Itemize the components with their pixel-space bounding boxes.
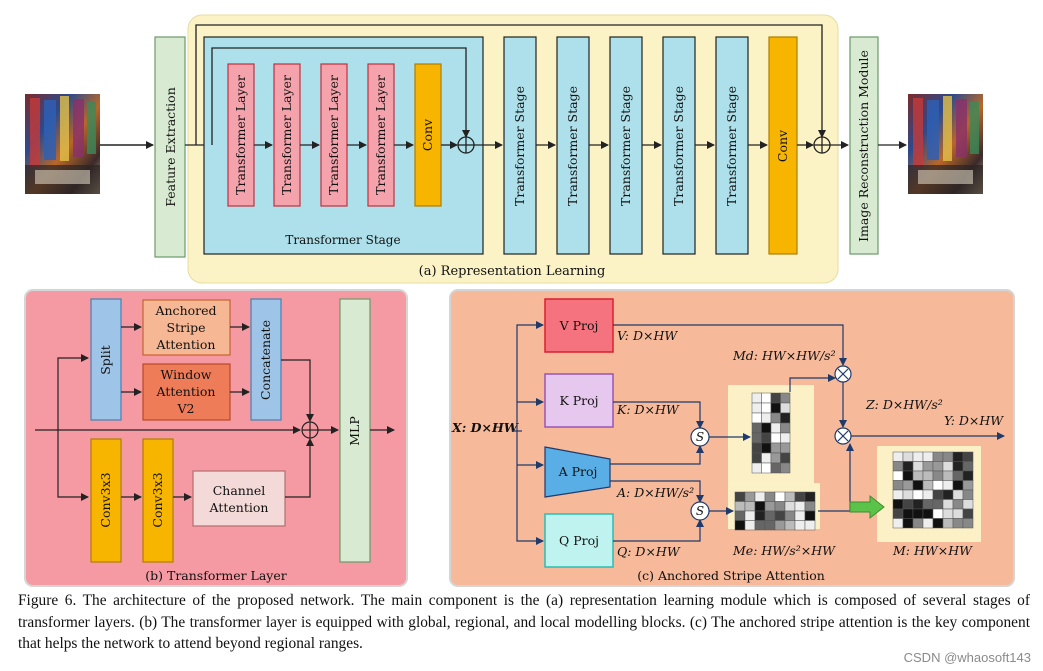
z-label: Z: D×HW/s² [865, 397, 943, 412]
window-line-3: V2 [177, 401, 195, 416]
svg-text:S: S [696, 504, 704, 518]
conv3x3-label-1: Conv3x3 [98, 472, 113, 527]
green-arrow-icon [849, 494, 885, 520]
inner-add-icon [457, 136, 475, 154]
split-block [90, 298, 122, 421]
channel-line-2: Attention [209, 500, 269, 515]
a-proj-label: A Proj [558, 464, 598, 479]
transformer-stage-1: Transformer Stage [512, 86, 527, 206]
panel-transformer-layer: Split Anchored Stripe Attention Window A… [24, 289, 408, 587]
channel-attention-block [192, 470, 286, 527]
concatenate-label: Concatenate [258, 320, 273, 400]
inner-conv: Conv [420, 118, 435, 151]
transformer-stage-group-label: Transformer Stage [285, 233, 400, 247]
multiply-icon-top [834, 365, 852, 383]
channel-line-1: Channel [213, 483, 266, 498]
inner-transformer-layers: Transformer Layer Transformer Layer Tran… [227, 63, 442, 207]
outer-conv: Conv [775, 129, 790, 162]
m-label: M: HW×HW [892, 543, 973, 558]
panel-a-title: (a) Representation Learning [419, 264, 606, 279]
transformer-stages: Transformer Stage Transformer Stage Tran… [503, 36, 798, 255]
q-label: Q: D×HW [617, 544, 681, 559]
feature-extraction-block [154, 36, 186, 258]
feature-extraction-label: Feature Extraction [163, 87, 178, 206]
a-label: A: D×HW/s² [616, 485, 694, 500]
figure-caption: Figure 6. The architecture of the propos… [18, 592, 1030, 652]
anchored-line-2: Stripe [167, 320, 206, 335]
transformer-layer-1: Transformer Layer [233, 75, 248, 195]
v-proj-block [544, 298, 614, 353]
transformer-stage-5: Transformer Stage [724, 86, 739, 206]
multiply-icon-bottom [834, 427, 852, 445]
transformer-layer-3: Transformer Layer [326, 75, 341, 195]
architecture-figure: Feature Extraction Transformer Stage Tra… [24, 14, 1015, 587]
softmax-icon-1: S [690, 427, 710, 447]
me-matrix [734, 491, 816, 531]
transformer-stage-4: Transformer Stage [671, 86, 686, 206]
watermark: CSDN @whaosoft143 [903, 650, 1031, 665]
image-reconstruction-label: Image Reconstruction Module [856, 50, 871, 242]
split-label: Split [98, 345, 113, 375]
window-attention-block [142, 363, 231, 421]
conv3x3-label-2: Conv3x3 [150, 472, 165, 527]
panel-anchored-stripe-attention: X: D×HW V Proj K Proj A Proj Q Proj V: D… [449, 289, 1015, 587]
md-label: Md: HW×HW/s² [732, 348, 836, 363]
k-label: K: D×HW [616, 402, 680, 417]
transformer-layer-2: Transformer Layer [279, 75, 294, 195]
k-proj-label: K Proj [559, 393, 598, 408]
conv3x3-block-2 [142, 438, 174, 563]
window-line-2: Attention [156, 384, 216, 399]
transformer-stage-2: Transformer Stage [565, 86, 580, 206]
svg-text:S: S [696, 430, 704, 444]
panel-representation-learning: Feature Extraction Transformer Stage Tra… [25, 14, 983, 284]
transformer-stage-3: Transformer Stage [618, 86, 633, 206]
softmax-icon-2: S [690, 501, 710, 521]
a-proj-block [544, 446, 611, 498]
m-matrix [892, 451, 974, 529]
anchored-line-1: Anchored [154, 303, 216, 318]
y-label: Y: D×HW [944, 413, 1004, 428]
x-label: X: D×HW [451, 420, 520, 435]
output-image [908, 94, 983, 194]
q-proj-label: Q Proj [559, 533, 599, 548]
anchored-line-3: Attention [156, 337, 216, 352]
panel-c-title: (c) Anchored Stripe Attention [637, 568, 825, 583]
input-image [25, 94, 100, 194]
concatenate-block [250, 298, 282, 421]
conv3x3-block-1 [90, 438, 122, 563]
q-proj-block [544, 513, 614, 568]
v-label: V: D×HW [617, 328, 678, 343]
md-matrix [751, 392, 791, 474]
me-label: Me: HW/s²×HW [732, 543, 836, 558]
panel-b-add-icon [301, 421, 319, 439]
panel-b-title: (b) Transformer Layer [145, 568, 286, 583]
anchored-stripe-attention-block [142, 299, 231, 356]
transformer-layer-4: Transformer Layer [373, 75, 388, 195]
mlp-label: MLP [347, 416, 362, 446]
window-line-1: Window [161, 367, 212, 382]
outer-add-icon [813, 136, 831, 154]
k-proj-block [544, 373, 614, 428]
v-proj-label: V Proj [559, 318, 599, 333]
mlp-block [339, 298, 371, 563]
